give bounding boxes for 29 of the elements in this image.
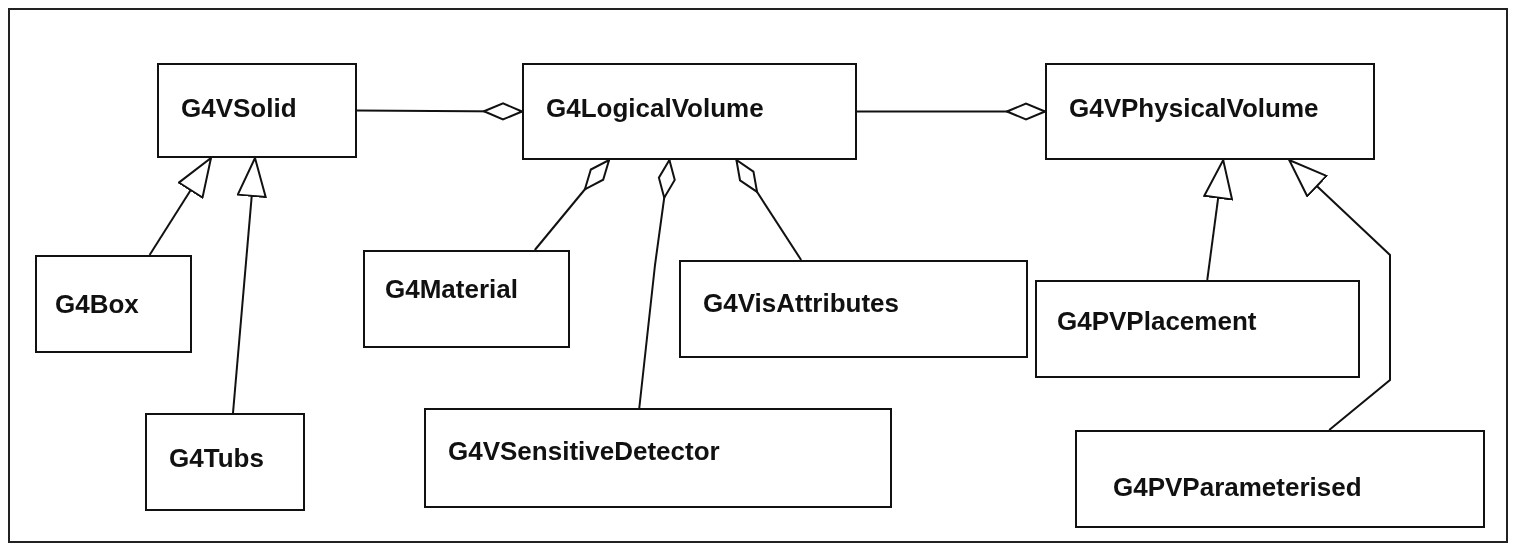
class-name: G4VPhysicalVolume [1069, 93, 1319, 124]
aggregation-connector [356, 102, 523, 121]
inheritance-arrow [148, 157, 212, 256]
aggregation-connector [735, 159, 803, 261]
inheritance-arrow [1203, 159, 1234, 281]
class-box [522, 63, 857, 160]
class-name: G4Tubs [169, 443, 264, 474]
class-box [363, 250, 570, 348]
aggregation-connector [533, 159, 611, 251]
class-name: G4VSolid [181, 93, 297, 124]
class-box [145, 413, 305, 511]
class-box [1075, 430, 1485, 528]
inheritance-arrow [232, 157, 267, 414]
aggregation-connector [638, 159, 676, 409]
class-name: G4VSensitiveDetector [448, 436, 720, 467]
class-name: G4Box [55, 289, 139, 320]
class-name: G4VisAttributes [703, 288, 899, 319]
class-box [157, 63, 357, 158]
class-box [1045, 63, 1375, 160]
class-name: G4LogicalVolume [546, 93, 764, 124]
class-box [424, 408, 892, 508]
class-box [35, 255, 192, 353]
aggregation-connector [856, 102, 1046, 121]
inheritance-arrow [1288, 159, 1391, 431]
class-box [679, 260, 1028, 358]
class-name: G4PVPlacement [1057, 306, 1257, 337]
class-name: G4PVParameterised [1113, 472, 1362, 503]
class-box [1035, 280, 1360, 378]
class-name: G4Material [385, 274, 518, 305]
